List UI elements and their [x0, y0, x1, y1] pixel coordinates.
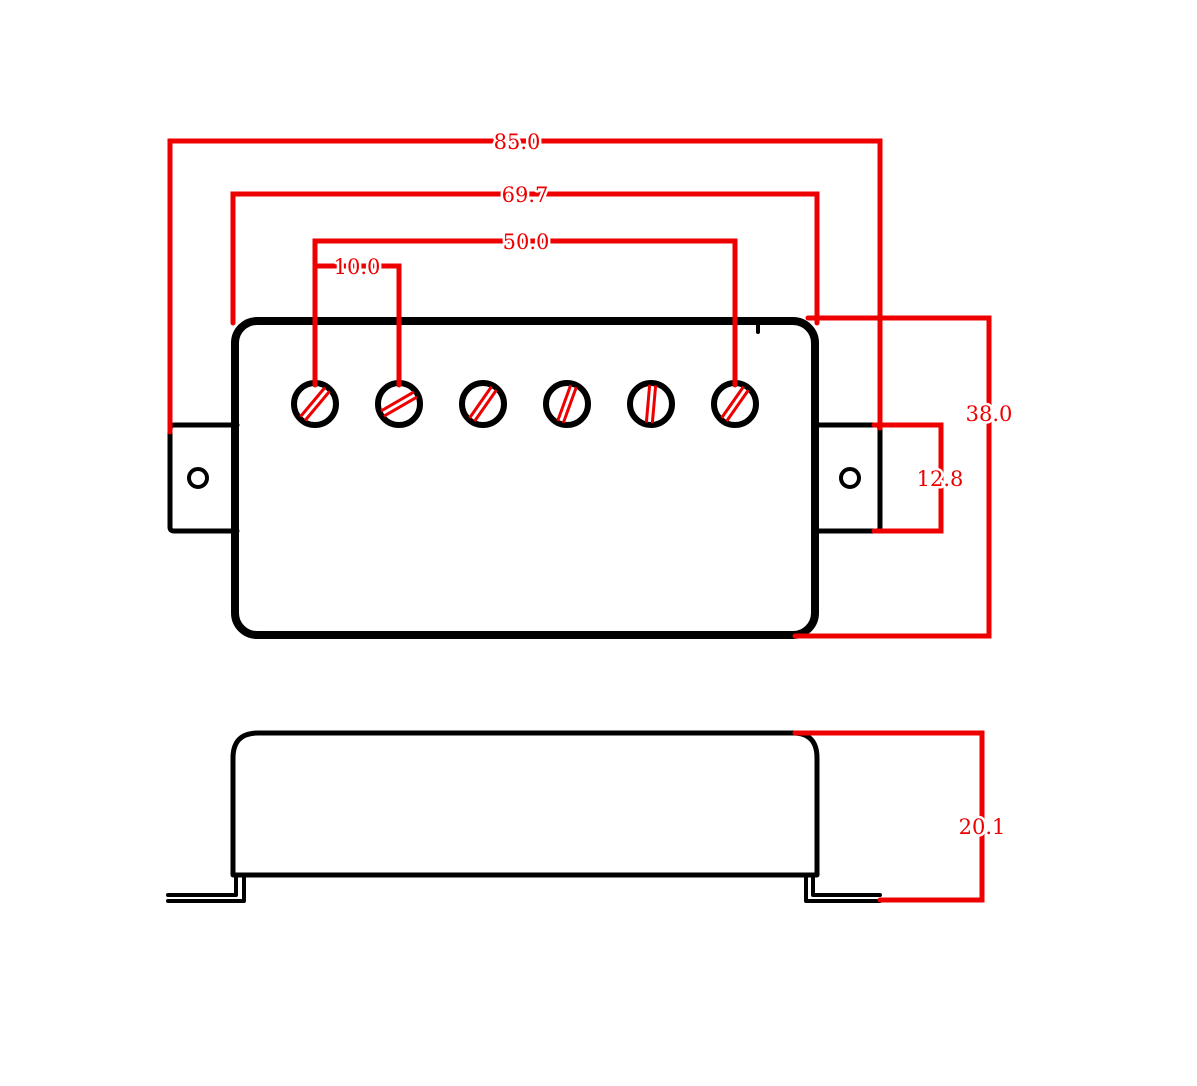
overall-length-label: 85.0: [494, 130, 541, 154]
pole-piece: [291, 380, 339, 428]
pole-spacing-label: 10.0: [334, 255, 381, 279]
pole-piece-slot: [556, 384, 573, 422]
side-view: [166, 730, 882, 903]
pole-piece-slot: [383, 395, 418, 418]
pole-piece-slot: [650, 385, 658, 424]
pole-piece-slot: [473, 389, 498, 423]
cover-length-dimension-line: [230, 191, 820, 326]
right-mounting-hole: [839, 467, 861, 489]
pole-piece-slot: [380, 390, 415, 413]
pole-span-dimension-line: [312, 238, 738, 388]
pole-piece-slot: [299, 386, 327, 418]
right-mounting-ear: [811, 422, 883, 534]
pole-piece: [627, 380, 675, 428]
pole-piece: [375, 380, 423, 428]
pole-piece-slot: [303, 390, 331, 422]
pole-piece-slot: [725, 389, 750, 423]
left-mounting-foot: [166, 873, 246, 903]
left-mounting-hole: [187, 467, 209, 489]
top-view: [167, 317, 883, 639]
pole-piece-outline: [459, 380, 507, 428]
ear-width-label: 12.8: [917, 467, 964, 491]
cover-length-label: 69.7: [502, 183, 549, 207]
pole-span-label: 50.0: [503, 230, 550, 254]
pole-piece-outline: [627, 380, 675, 428]
dimension-lines: [167, 138, 992, 903]
pole-piece-slot: [644, 384, 652, 423]
pole-piece-slot: [720, 385, 745, 419]
right-mounting-foot: [804, 873, 882, 903]
left-mounting-ear: [167, 422, 240, 534]
pole-piece-row: [291, 380, 759, 428]
height-dimension-line: [792, 730, 985, 903]
pole-piece-slot: [468, 385, 493, 419]
pole-piece: [543, 380, 591, 428]
pole-piece: [459, 380, 507, 428]
pole-piece-slot: [561, 386, 578, 424]
pole-piece-outline: [375, 380, 423, 428]
width-label: 38.0: [966, 402, 1013, 426]
pole-piece-outline: [291, 380, 339, 428]
dimension-labels: 85.0 69.7 50.0 10.0 38.0 12.8 20.1: [331, 128, 1015, 842]
height-label: 20.1: [959, 815, 1006, 839]
pickup-cover-side: [230, 730, 820, 878]
pole-piece-outline: [543, 380, 591, 428]
pole-piece: [711, 380, 759, 428]
ear-width-dimension-line: [871, 422, 944, 534]
pickup-cover-top: [231, 317, 819, 639]
width-dimension-line: [792, 315, 992, 639]
pole-spacing-dimension-line: [314, 263, 402, 388]
pole-piece-outline: [711, 380, 759, 428]
overall-length-dimension-line: [167, 138, 883, 435]
